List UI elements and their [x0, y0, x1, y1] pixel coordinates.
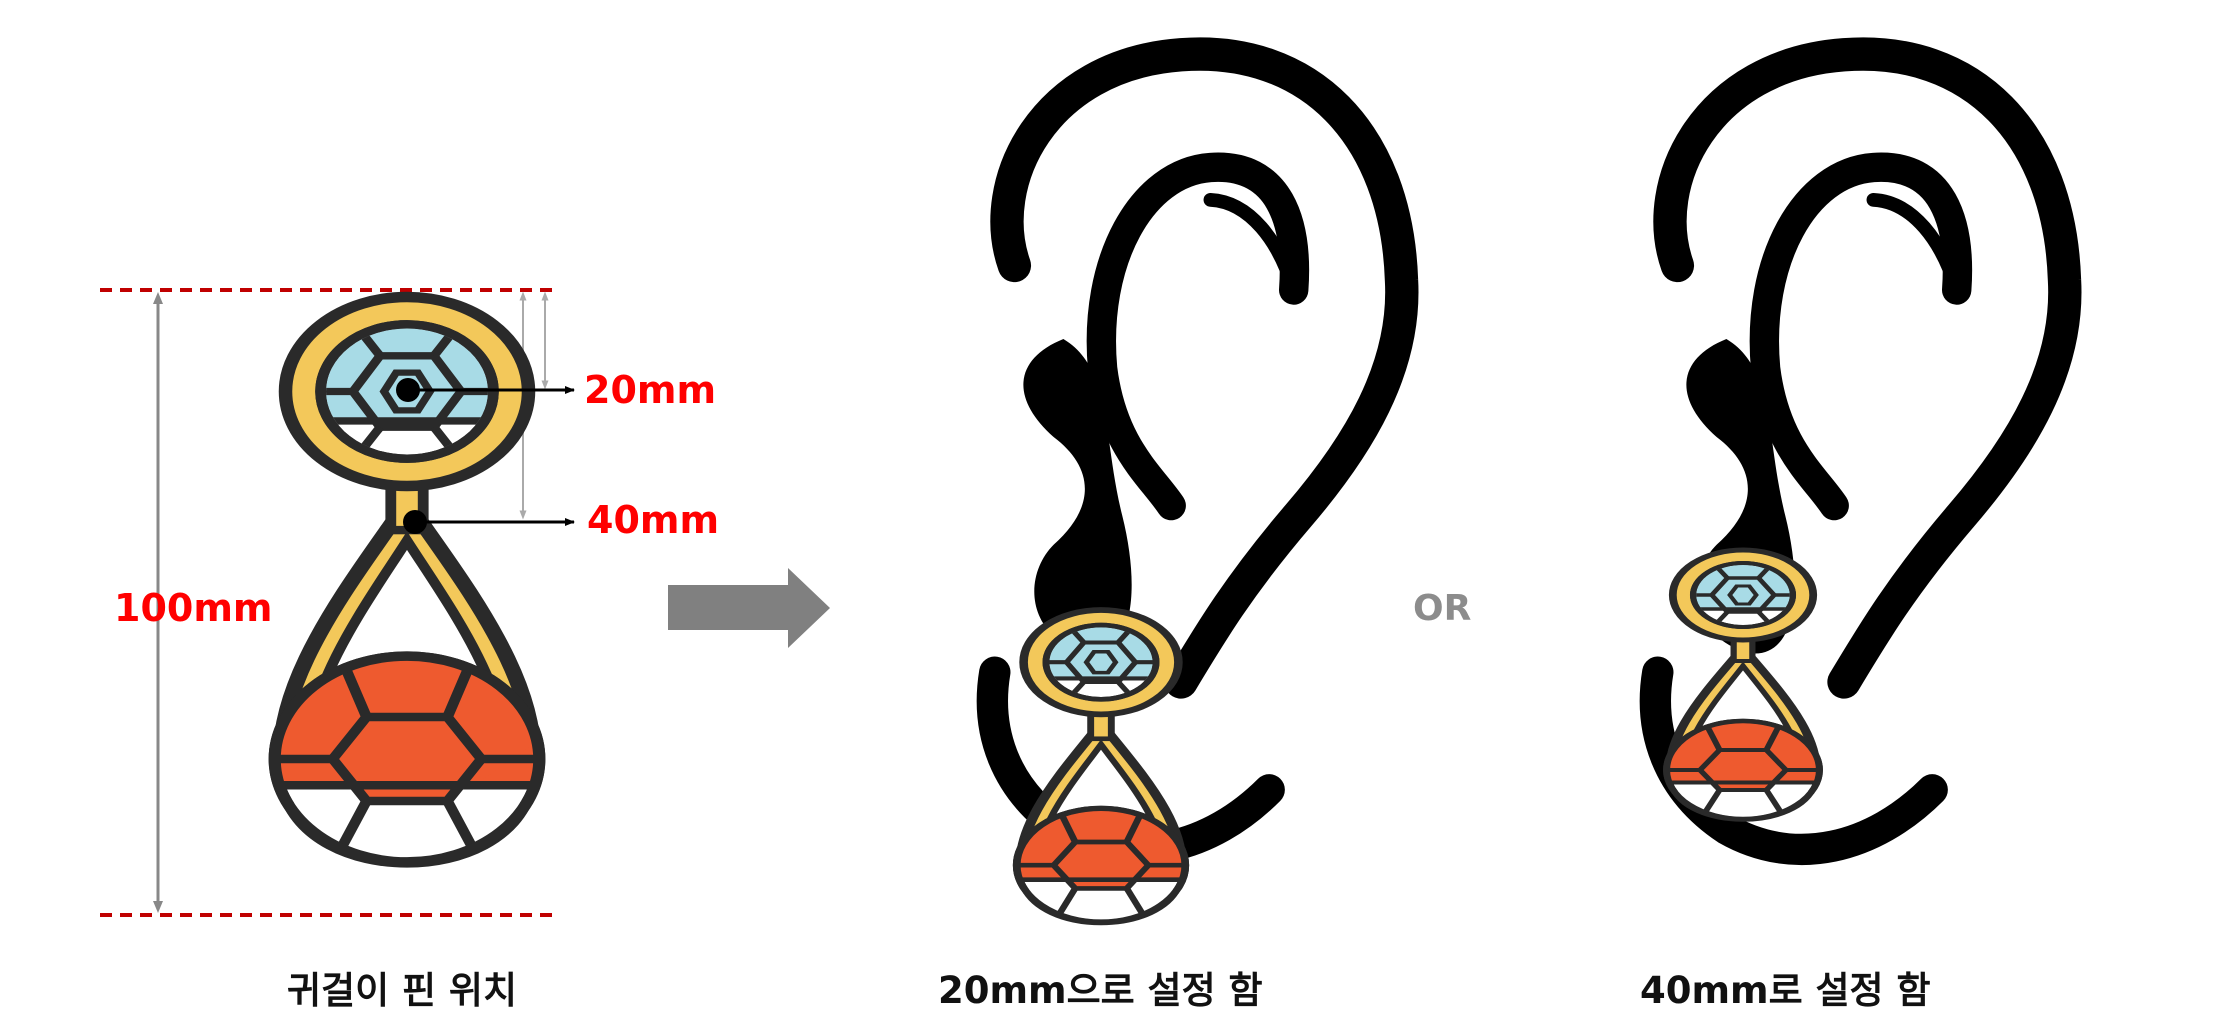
measure-diagram	[100, 288, 575, 917]
caption-20mm-setting: 20mm으로 설정 함	[938, 969, 1263, 1012]
ear-example-40mm	[1655, 54, 2064, 849]
earring-hung-40mm	[1665, 550, 1821, 830]
total-height-label: 100mm	[114, 586, 273, 630]
ear-example-20mm	[992, 54, 1401, 935]
pin-20mm-label: 20mm	[584, 368, 717, 412]
or-label: OR	[1413, 588, 1472, 629]
caption-pin-position: 귀걸이 핀 위치	[287, 969, 518, 1012]
ear-illustration	[992, 54, 1401, 849]
earring-hung-20mm	[1015, 610, 1187, 935]
caption-40mm-setting: 40mm로 설정 함	[1640, 969, 1931, 1012]
pin-40mm-label: 40mm	[587, 498, 720, 542]
transition-arrow	[668, 568, 830, 648]
